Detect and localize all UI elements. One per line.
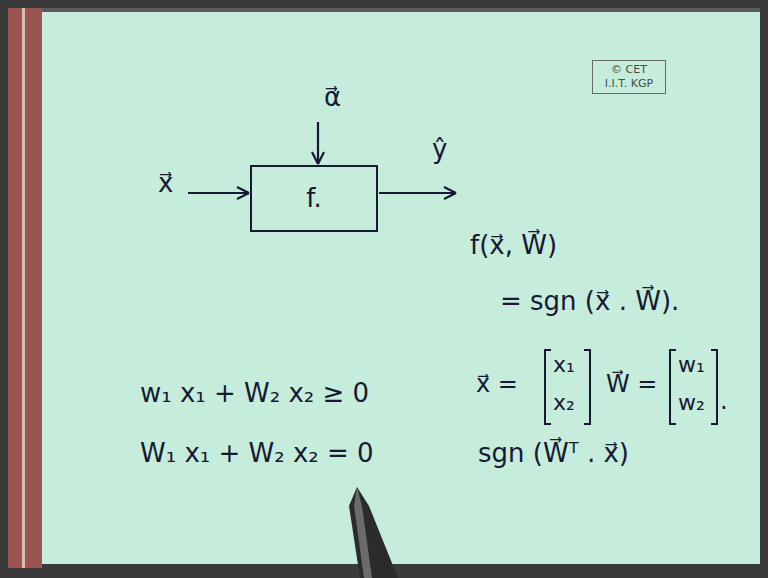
board-left-strip	[8, 8, 42, 568]
function-box: f.	[250, 165, 378, 232]
matrix-bracket	[545, 350, 551, 424]
matrix-entry: w₁	[678, 350, 705, 380]
matrix-entry: x₂	[553, 388, 575, 418]
sign-expression: = sgn (x⃗ . W⃗).	[500, 284, 679, 319]
watermark-box: © CET I.I.T. KGP	[592, 60, 666, 94]
matrix-entry: w₂	[678, 388, 705, 418]
decision-boundary: W₁ x₁ + W₂ x₂ = 0	[140, 436, 374, 471]
input-vector: x⃗	[158, 166, 173, 201]
pen-pointer	[349, 487, 398, 578]
matrix-entry: x₁	[553, 350, 575, 380]
function-expression: f(x⃗, W⃗)	[470, 228, 557, 263]
matrix-bracket	[670, 350, 676, 424]
vector-definition: x⃗ =	[476, 368, 518, 400]
arrow-head	[312, 152, 324, 164]
input-wire	[188, 192, 249, 194]
output-wire	[379, 192, 456, 194]
sign-expression: sgn (W⃗ᵀ . x⃗)	[478, 436, 629, 471]
parameter-wire	[317, 122, 319, 164]
strip-highlight	[22, 8, 25, 568]
matrix-bracket	[584, 350, 590, 424]
pen-highlight	[354, 487, 372, 578]
matrix-bracket	[711, 350, 717, 424]
node-text: © CET I.I.T. KGP	[605, 63, 653, 90]
vector-definition: W⃗ =	[606, 368, 657, 400]
arrow-head	[237, 187, 249, 199]
board-top-edge	[42, 8, 760, 12]
output-estimate: ŷ	[432, 132, 447, 167]
board	[42, 8, 760, 564]
arrow-head	[444, 187, 456, 199]
punctuation: .	[720, 385, 728, 417]
inequality: w₁ x₁ + W₂ x₂ ≥ 0	[140, 376, 369, 411]
parameter-vector: α⃗	[324, 80, 341, 115]
node-text: f.	[306, 183, 322, 214]
